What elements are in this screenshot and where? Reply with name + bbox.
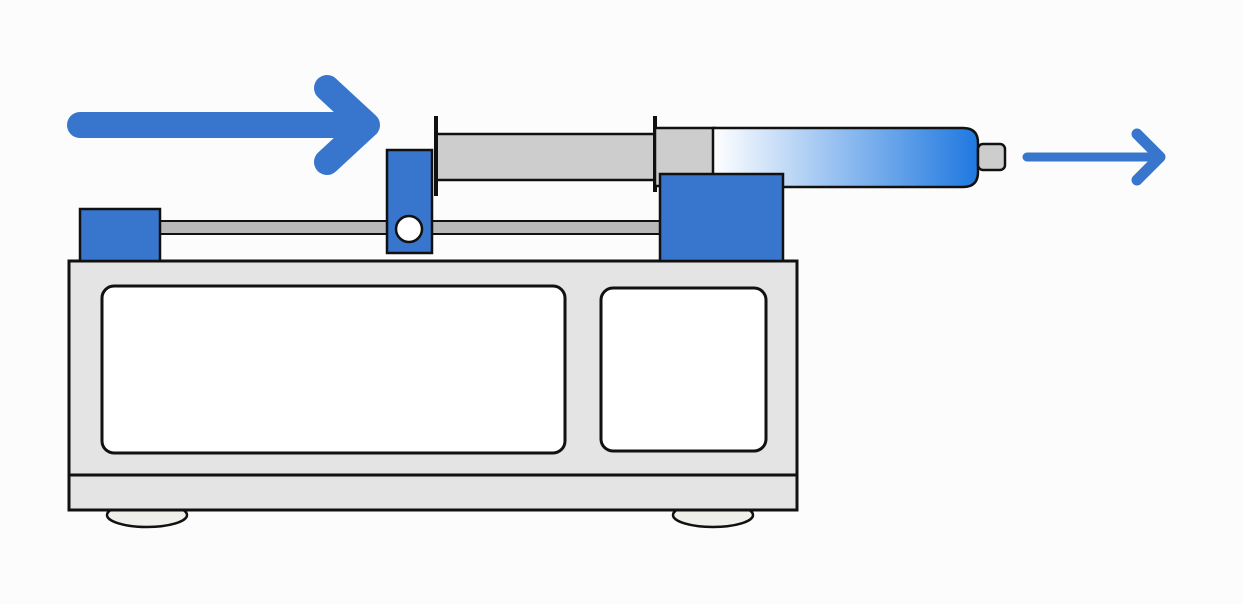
plunger-rod [434,132,660,182]
left-end-block [78,207,162,263]
syringe-tip [976,142,1007,172]
flow-arrow-head [1131,128,1166,186]
syringe-holder-block [658,172,785,263]
pusher-bearing [394,214,424,244]
left-display-window [100,284,567,455]
pusher-block [385,148,434,255]
right-display-window [599,286,768,453]
flow-output-arrow [1022,128,1166,186]
push-direction-arrow [67,75,380,175]
syringe-barrel-fluid [711,126,980,189]
pump-body [67,259,799,512]
push-arrow-head [314,75,380,175]
